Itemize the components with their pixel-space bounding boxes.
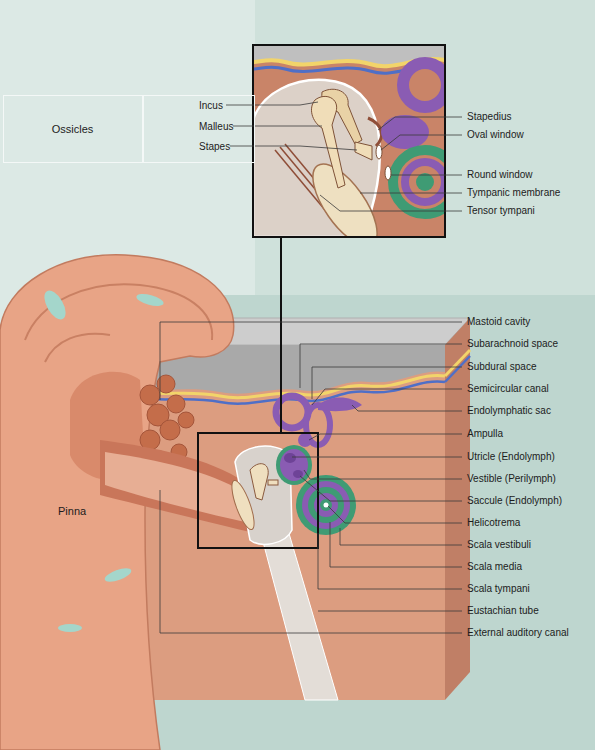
leader-line: [233, 126, 322, 127]
leader-line: [300, 476, 462, 501]
part-label: Scala tympani: [467, 583, 530, 595]
leader-line: [160, 490, 462, 633]
cochlea-ring: [405, 162, 445, 202]
helicotrema: [324, 503, 329, 508]
node-text: Stapes: [199, 141, 230, 153]
cochlea-ring: [393, 150, 445, 214]
cochlea: [296, 475, 356, 535]
leader-line: [230, 146, 357, 150]
leader-line: [318, 611, 462, 612]
leader-line: [381, 135, 462, 150]
leader-line: [318, 533, 462, 589]
part-label: Scala vestibuli: [467, 539, 531, 551]
node-text: Ossicles: [4, 123, 141, 136]
part-label: Ampulla: [467, 428, 503, 440]
leader-line: [330, 522, 462, 567]
leader-line: [160, 322, 462, 400]
group-box: Ossicles: [3, 95, 143, 163]
block-front-face: [140, 345, 445, 700]
arachnoid-line: [445, 350, 470, 376]
node-text: Malleus: [199, 121, 233, 133]
auditory-canal: [105, 452, 245, 522]
mastoid-cell: [178, 412, 194, 428]
oval-window: [376, 145, 382, 159]
ossicle: [250, 464, 268, 500]
eustachian-tube: [262, 530, 338, 700]
antihelix-fold: [45, 334, 110, 362]
semicircular-canal: [403, 63, 445, 107]
auditory-canal-wall: [100, 440, 250, 532]
mastoid-cell: [167, 395, 185, 413]
leader-line: [312, 367, 462, 399]
stapedius-muscle: [368, 118, 382, 146]
leader-line: [360, 193, 462, 194]
highlight-spot: [103, 566, 133, 585]
part-label: Round window: [467, 169, 533, 181]
zoom-frame: [198, 433, 318, 548]
part-label: Utricle (Endolymph): [467, 451, 555, 463]
leader-line: [292, 457, 462, 458]
part-label: Subdural space: [467, 361, 537, 373]
part-label: Stapedius: [467, 111, 511, 123]
part-label: Tympanic membrane: [467, 187, 560, 199]
utricle: [284, 453, 296, 463]
cochlea-ring: [308, 487, 344, 523]
round-window: [385, 166, 391, 180]
leader-lines: [160, 102, 462, 633]
inset-detail: [253, 45, 445, 237]
leader-line: [352, 405, 462, 411]
part-label: Saccule (Endolymph): [467, 495, 562, 507]
highlight-spot: [58, 624, 82, 632]
node-text: Incus: [199, 100, 223, 112]
part-label: Mastoid cavity: [467, 316, 530, 328]
part-label: Tensor tympani: [467, 205, 535, 217]
leader-line: [328, 506, 462, 523]
highlight-spot: [135, 292, 165, 309]
part-label: Helicotrema: [467, 517, 520, 529]
highlight-spot: [40, 287, 70, 323]
cochlea-ring: [302, 481, 350, 529]
endolymphatic-sac: [318, 398, 362, 412]
mastoid-cell: [160, 420, 180, 440]
ampulla: [298, 433, 312, 447]
leader-line: [340, 528, 462, 545]
part-label: Endolymphatic sac: [467, 405, 551, 417]
block-side-face: [445, 318, 470, 700]
part-label: Subarachnoid space: [467, 338, 558, 350]
leader-line: [320, 195, 462, 211]
leader-line: [391, 175, 462, 176]
part-label: Scala media: [467, 561, 522, 573]
leader-line: [300, 344, 462, 388]
stapes-bone: [355, 142, 372, 160]
tympanic-membrane: [301, 154, 389, 237]
inset-frame: [253, 45, 445, 237]
ossicle: [268, 480, 278, 485]
inset-link: [280, 237, 282, 433]
malleus-bone: [311, 96, 345, 188]
region-label: Pinna: [58, 505, 86, 518]
leader-line: [378, 117, 462, 130]
part-label: Oval window: [467, 129, 524, 141]
dura-line: [445, 356, 470, 382]
leader-line: [226, 102, 318, 105]
part-label: Vestible (Perilymph): [467, 473, 556, 485]
leader-line: [312, 389, 462, 405]
mastoid-cell: [140, 385, 160, 405]
part-label: Semicircular canal: [467, 383, 549, 395]
vestibule: [280, 449, 308, 481]
leader-line: [309, 434, 462, 440]
part-label: Eustachian tube: [467, 605, 539, 617]
ossicle-label-box: IncusMalleusStapes: [143, 95, 255, 163]
cochlea-ring: [416, 173, 434, 191]
part-label: External auditory canal: [467, 627, 569, 639]
helix-fold: [25, 284, 212, 340]
vestibule-perilymph: [276, 445, 312, 485]
leader-line: [304, 470, 462, 479]
